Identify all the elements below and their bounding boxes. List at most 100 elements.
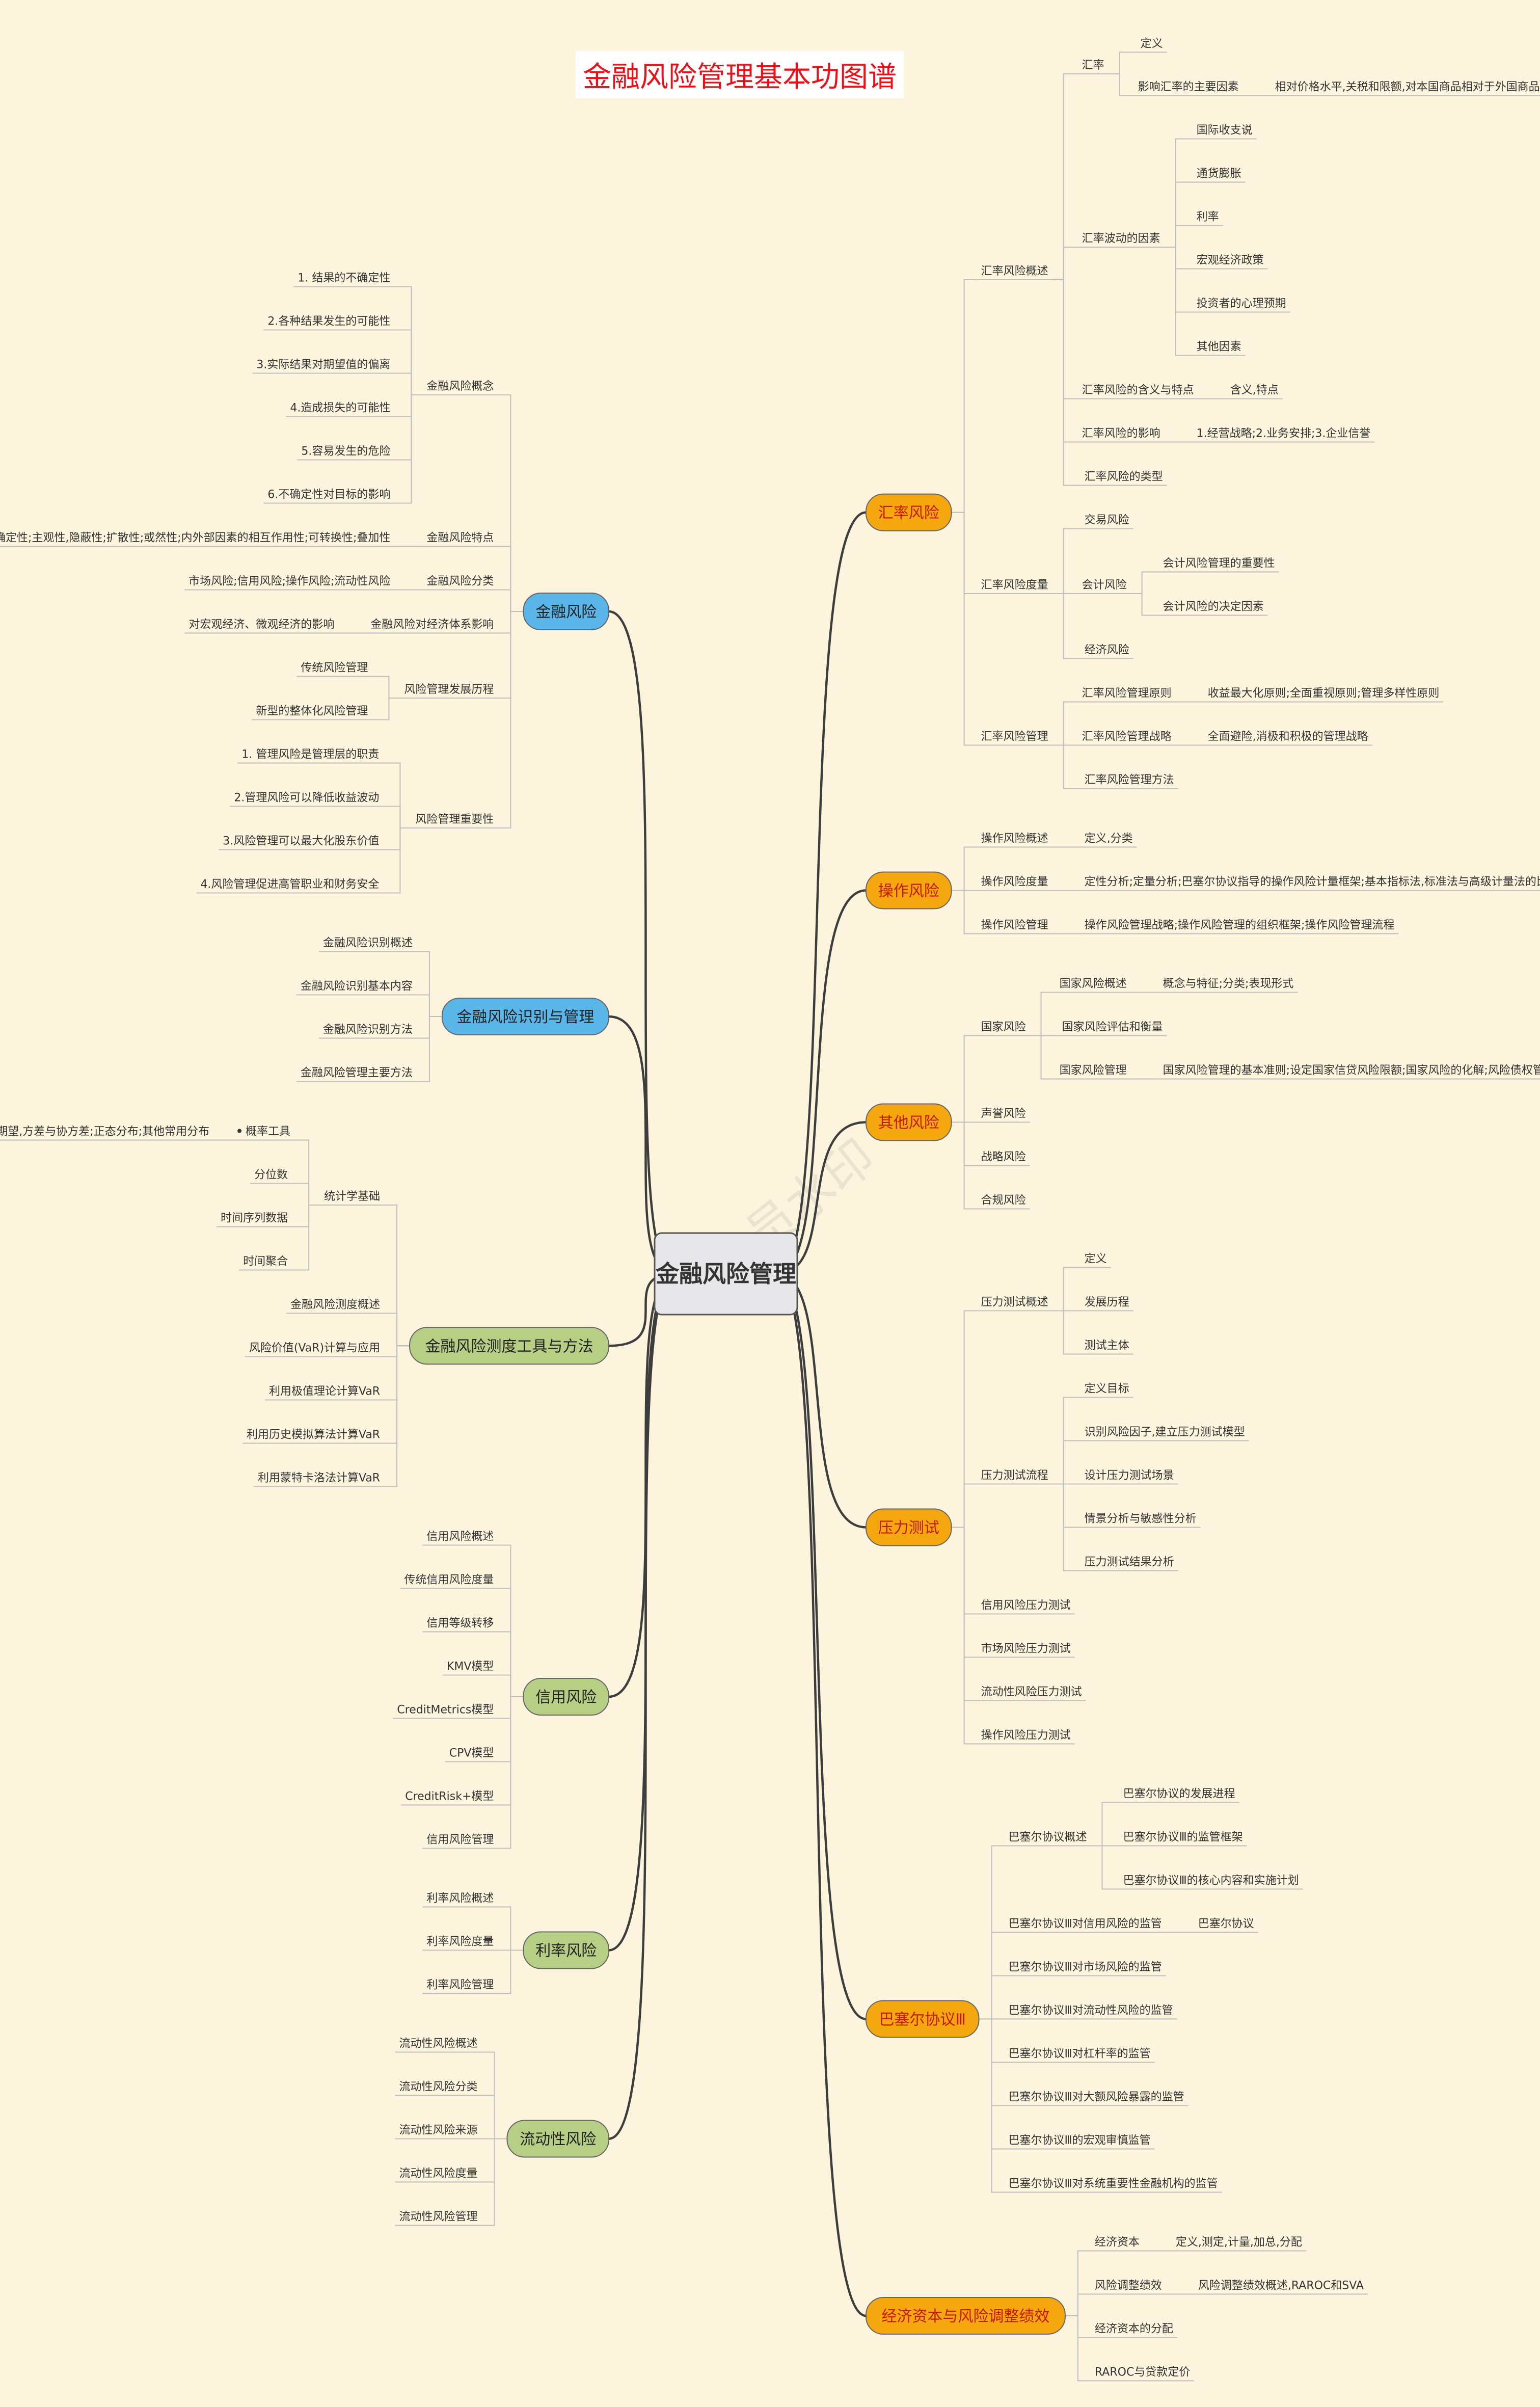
node-风险价值-VaR-计算与应用[interactable]: 风险价值(VaR)计算与应用 xyxy=(249,1342,380,1355)
node-金融风险对经济体系影响[interactable]: 金融风险对经济体系影响 xyxy=(370,619,494,631)
node-汇率风险概述[interactable]: 汇率风险概述 xyxy=(981,265,1048,278)
node-概念与特征-分类-表现形式[interactable]: 概念与特征;分类;表现形式 xyxy=(1163,978,1294,991)
node-定义-分类[interactable]: 定义,分类 xyxy=(1085,833,1133,845)
node-会计风险管理的重要性[interactable]: 会计风险管理的重要性 xyxy=(1163,557,1275,570)
node-信用风险压力测试[interactable]: 信用风险压力测试 xyxy=(981,1599,1071,1612)
node-6-不确定性对目标的影响[interactable]: 6.不确定性对目标的影响 xyxy=(267,489,390,501)
node-合规风险[interactable]: 合规风险 xyxy=(981,1194,1026,1207)
node-金融风险识别基本内容[interactable]: 金融风险识别基本内容 xyxy=(301,980,413,993)
node-巴塞尔协议-对大额风险暴露的监管[interactable]: 巴塞尔协议Ⅲ对大额风险暴露的监管 xyxy=(1008,2091,1184,2104)
node-5-容易发生的危险[interactable]: 5.容易发生的危险 xyxy=(301,445,390,458)
node-信用风险管理[interactable]: 信用风险管理 xyxy=(426,1834,494,1847)
node-巴塞尔协议-对流动性风险的监管[interactable]: 巴塞尔协议Ⅲ对流动性风险的监管 xyxy=(1008,2004,1173,2017)
node-市场风险压力测试[interactable]: 市场风险压力测试 xyxy=(981,1643,1071,1655)
node-流动性风险压力测试[interactable]: 流动性风险压力测试 xyxy=(981,1686,1082,1699)
branch-node-流动性风险[interactable] xyxy=(506,2120,609,2158)
node-金融风险概念[interactable]: 金融风险概念 xyxy=(426,380,494,393)
node-国家风险概述[interactable]: 国家风险概述 xyxy=(1060,978,1127,991)
node-含义-特点[interactable]: 含义,特点 xyxy=(1230,384,1279,397)
node-利率风险度量[interactable]: 利率风险度量 xyxy=(426,1936,494,1948)
node-巴塞尔协议的发展进程[interactable]: 巴塞尔协议的发展进程 xyxy=(1123,1788,1235,1801)
node-经济风险[interactable]: 经济风险 xyxy=(1085,644,1129,657)
node-操作风险度量[interactable]: 操作风险度量 xyxy=(981,876,1048,889)
node-巴塞尔协议-对信用风险的监管[interactable]: 巴塞尔协议Ⅲ对信用风险的监管 xyxy=(1008,1918,1161,1931)
node-压力测试结果分析[interactable]: 压力测试结果分析 xyxy=(1085,1556,1174,1569)
node-2-各种结果发生的可能性[interactable]: 2.各种结果发生的可能性 xyxy=(267,315,390,328)
node-流动性风险概述[interactable]: 流动性风险概述 xyxy=(399,2038,477,2050)
node-设计压力测试场景[interactable]: 设计压力测试场景 xyxy=(1085,1469,1174,1482)
branch-node-其他风险[interactable] xyxy=(866,1103,952,1141)
node-汇率风险的含义与特点[interactable]: 汇率风险的含义与特点 xyxy=(1082,384,1194,397)
node-汇率风险的类型[interactable]: 汇率风险的类型 xyxy=(1085,471,1163,484)
node-其他因素[interactable]: 其他因素 xyxy=(1197,341,1241,354)
branch-node-利率风险[interactable] xyxy=(523,1931,609,1969)
node-流动性风险分类[interactable]: 流动性风险分类 xyxy=(399,2081,477,2094)
node-压力测试流程[interactable]: 压力测试流程 xyxy=(981,1469,1048,1482)
node-4-风险管理促进高管职业和财务安全[interactable]: 4.风险管理促进高管职业和财务安全 xyxy=(200,878,379,891)
node-汇率风险度量[interactable]: 汇率风险度量 xyxy=(981,579,1048,592)
node-金融风险测度概述[interactable]: 金融风险测度概述 xyxy=(290,1299,380,1312)
node-相对价格水平-关税和限额-对本国商品相对于外国商[interactable]: 相对价格水平,关税和限额,对本国商品相对于外国商品的偏好以及生产率 xyxy=(1275,81,1540,94)
node-汇率风险管理方法[interactable]: 汇率风险管理方法 xyxy=(1085,774,1174,787)
node-金融风险管理主要方法[interactable]: 金融风险管理主要方法 xyxy=(301,1067,413,1080)
node-传统风险管理[interactable]: 传统风险管理 xyxy=(301,662,368,675)
node-4-造成损失的可能性[interactable]: 4.造成损失的可能性 xyxy=(290,402,390,415)
node-巴塞尔协议-对系统重要性金融机构的监管[interactable]: 巴塞尔协议Ⅲ对系统重要性金融机构的监管 xyxy=(1008,2178,1218,2190)
node-国家风险评估和衡量[interactable]: 国家风险评估和衡量 xyxy=(1062,1021,1163,1034)
node-市场风险-信用风险-操作风险-流动性风险[interactable]: 市场风险;信用风险;操作风险;流动性风险 xyxy=(188,575,390,588)
node-交易风险[interactable]: 交易风险 xyxy=(1085,514,1129,527)
node-操作风险管理[interactable]: 操作风险管理 xyxy=(981,919,1048,932)
node-概率与概率分布-期望-方差与协方差-正态分布-其[interactable]: 概率与概率分布;期望,方差与协方差;正态分布;其他常用分布 xyxy=(0,1126,209,1138)
node-2-管理风险可以降低收益波动[interactable]: 2.管理风险可以降低收益波动 xyxy=(234,792,379,805)
node-汇率风险管理原则[interactable]: 汇率风险管理原则 xyxy=(1082,687,1172,700)
node-巴塞尔协议-的监管框架[interactable]: 巴塞尔协议Ⅲ的监管框架 xyxy=(1123,1831,1242,1844)
node-会计风险[interactable]: 会计风险 xyxy=(1082,579,1127,592)
node-风险管理发展历程[interactable]: 风险管理发展历程 xyxy=(404,683,494,696)
node-利率风险管理[interactable]: 利率风险管理 xyxy=(426,1979,494,1992)
node-巴塞尔协议-对市场风险的监管[interactable]: 巴塞尔协议Ⅲ对市场风险的监管 xyxy=(1008,1961,1161,1974)
node-利率风险概述[interactable]: 利率风险概述 xyxy=(426,1892,494,1905)
node-发展历程[interactable]: 发展历程 xyxy=(1085,1296,1129,1309)
node-巴塞尔协议-的宏观审慎监管[interactable]: 巴塞尔协议Ⅲ的宏观审慎监管 xyxy=(1008,2134,1150,2147)
node-金融风险特点[interactable]: 金融风险特点 xyxy=(426,532,494,545)
node-风险调整绩效[interactable]: 风险调整绩效 xyxy=(1095,2280,1162,2292)
node-收益最大化原则-全面重视原则-管理多样性原则[interactable]: 收益最大化原则;全面重视原则;管理多样性原则 xyxy=(1208,687,1440,700)
branch-node-经济资本与风险调整绩效[interactable] xyxy=(866,2297,1066,2335)
node-投资者的心理预期[interactable]: 投资者的心理预期 xyxy=(1197,298,1286,310)
node-汇率风险管理战略[interactable]: 汇率风险管理战略 xyxy=(1082,731,1172,743)
node-定性分析-定量分析-巴塞尔协议指导的操作风险计量[interactable]: 定性分析;定量分析;巴塞尔协议指导的操作风险计量框架;基本指标法,标准法与高级计… xyxy=(1085,876,1540,889)
node-通货膨胀[interactable]: 通货膨胀 xyxy=(1197,168,1241,180)
branch-node-金融风险测度工具与方法[interactable] xyxy=(409,1327,609,1365)
node-分位数[interactable]: 分位数 xyxy=(254,1169,288,1182)
node-RAROC与贷款定价[interactable]: RAROC与贷款定价 xyxy=(1095,2366,1190,2379)
node-对宏观经济-微观经济的影响[interactable]: 对宏观经济、微观经济的影响 xyxy=(188,619,334,631)
node-普遍性-不确定性-主观性-隐蔽性-扩散性-或然性[interactable]: 普遍性;不确定性;主观性,隐蔽性;扩散性;或然性;内外部因素的相互作用性;可转换… xyxy=(0,532,390,545)
node-影响汇率的主要因素[interactable]: 影响汇率的主要因素 xyxy=(1138,81,1239,94)
node-定义[interactable]: 定义 xyxy=(1141,38,1163,50)
node-信用等级转移[interactable]: 信用等级转移 xyxy=(426,1617,494,1630)
node-操作风险概述[interactable]: 操作风险概述 xyxy=(981,833,1048,845)
root-node[interactable] xyxy=(654,1232,798,1316)
node-会计风险的决定因素[interactable]: 会计风险的决定因素 xyxy=(1163,601,1264,613)
branch-node-压力测试[interactable] xyxy=(866,1508,952,1546)
node-操作风险管理战略-操作风险管理的组织框架-操作风[interactable]: 操作风险管理战略;操作风险管理的组织框架;操作风险管理流程 xyxy=(1085,919,1395,932)
node-汇率[interactable]: 汇率 xyxy=(1082,59,1104,72)
node-巴塞尔协议-对杠杆率的监管[interactable]: 巴塞尔协议Ⅲ对杠杆率的监管 xyxy=(1008,2048,1150,2061)
node-KMV模型[interactable]: KMV模型 xyxy=(447,1661,494,1673)
node-金融风险分类[interactable]: 金融风险分类 xyxy=(426,575,494,588)
node-3-实际结果对期望值的偏离[interactable]: 3.实际结果对期望值的偏离 xyxy=(256,359,390,371)
node-风险调整绩效概述-RAROC和SVA[interactable]: 风险调整绩效概述,RAROC和SVA xyxy=(1198,2280,1364,2292)
node-压力测试概述[interactable]: 压力测试概述 xyxy=(981,1296,1048,1309)
node-声誉风险[interactable]: 声誉风险 xyxy=(981,1108,1026,1120)
node-宏观经济政策[interactable]: 宏观经济政策 xyxy=(1197,254,1264,267)
node-国际收支说[interactable]: 国际收支说 xyxy=(1197,124,1253,137)
node-利用极值理论计算VaR[interactable]: 利用极值理论计算VaR xyxy=(269,1385,380,1398)
node-1-管理风险是管理层的职责[interactable]: 1. 管理风险是管理层的职责 xyxy=(241,748,379,761)
node-金融风险识别概述[interactable]: 金融风险识别概述 xyxy=(323,937,413,950)
node-利用历史模拟算法计算VaR[interactable]: 利用历史模拟算法计算VaR xyxy=(247,1429,380,1441)
node-概率工具[interactable]: 概率工具 xyxy=(246,1126,290,1138)
node-巴塞尔协议[interactable]: 巴塞尔协议 xyxy=(1198,1918,1254,1931)
node-统计学基础[interactable]: 统计学基础 xyxy=(324,1190,380,1203)
node-利用蒙特卡洛法计算VaR[interactable]: 利用蒙特卡洛法计算VaR xyxy=(258,1472,380,1485)
node-国家风险管理的基本准则-设定国家信贷风险限额-国[interactable]: 国家风险管理的基本准则;设定国家信贷风险限额;国家风险的化解;风险债权管理 xyxy=(1163,1064,1540,1077)
